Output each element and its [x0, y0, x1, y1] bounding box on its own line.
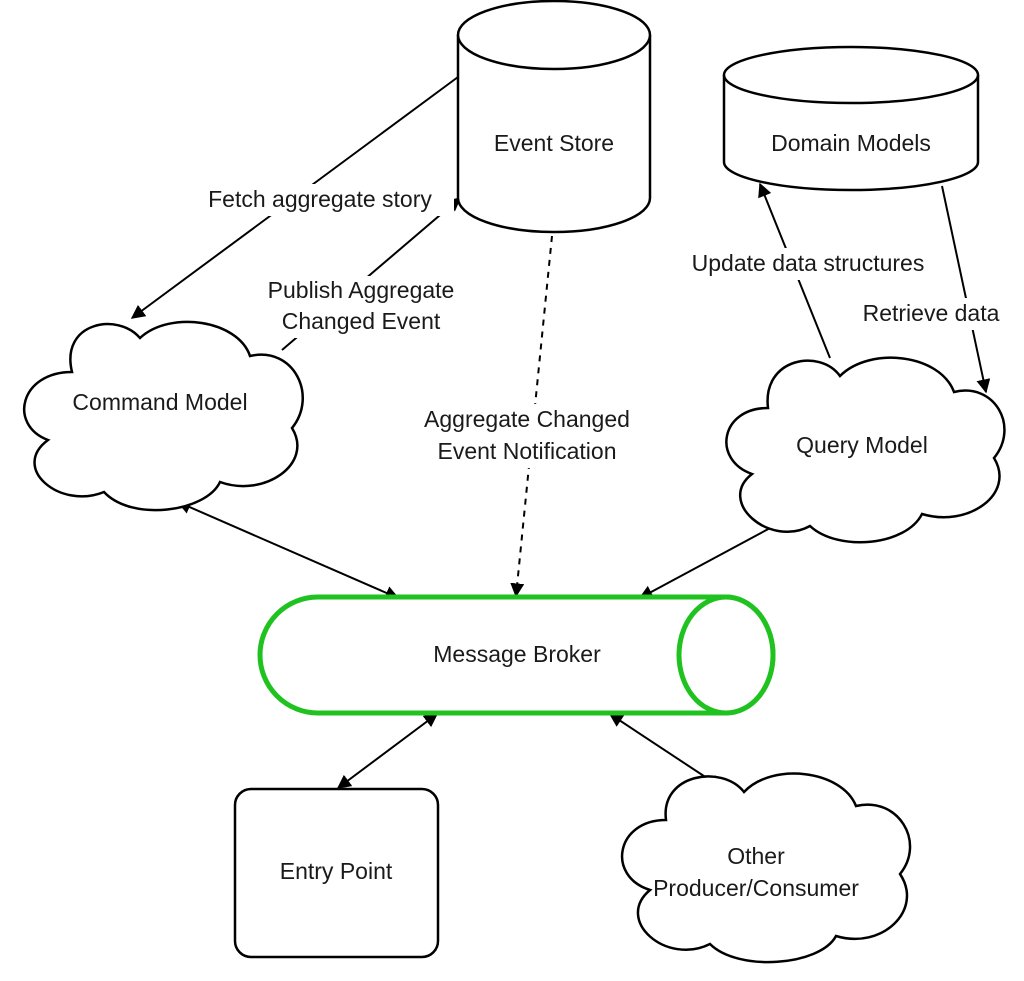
edge-label-retrieve-data: Retrieve data	[850, 298, 1014, 330]
message-broker-node: Message Broker	[257, 594, 776, 716]
publish-aggregate-text-line1: Publish Aggregate	[268, 277, 455, 303]
domain-models-label: Domain Models	[771, 130, 931, 156]
query-model-label: Query Model	[796, 432, 928, 458]
edge-broker-entry-point	[336, 713, 439, 789]
domain-models-node: Domain Models	[722, 45, 980, 192]
other-producer-label-line2: Producer/Consumer	[653, 875, 859, 901]
retrieve-data-text: Retrieve data	[863, 300, 1000, 326]
event-store-node: Event Store	[456, 0, 652, 234]
edge-command-broker	[176, 500, 400, 600]
command-model-label: Command Model	[72, 389, 247, 415]
fetch-aggregate-story-text: Fetch aggregate story	[208, 186, 432, 212]
message-broker-label: Message Broker	[433, 641, 601, 667]
command-model-node: Command Model	[22, 320, 304, 512]
entry-point-label: Entry Point	[280, 858, 393, 884]
edge-retrieve-data	[941, 185, 991, 394]
update-data-structures-text: Update data structures	[692, 250, 925, 276]
notification-text-line1: Aggregate Changed	[424, 406, 630, 432]
edge-label-publish-aggregate: Publish Aggregate Changed Event	[248, 276, 474, 338]
edge-label-update-data-structures: Update data structures	[666, 248, 950, 280]
edge-label-aggregate-notification: Aggregate Changed Event Notification	[404, 404, 650, 468]
query-model-node: Query Model	[725, 356, 1006, 544]
entry-point-node: Entry Point	[233, 787, 440, 959]
edge-label-fetch-aggregate-story: Fetch aggregate story	[186, 184, 454, 216]
notification-text-line2: Event Notification	[438, 438, 617, 464]
event-store-label: Event Store	[494, 130, 614, 156]
other-producer-label-line1: Other	[727, 843, 785, 869]
other-producer-consumer-node: Other Producer/Consumer	[620, 772, 912, 964]
publish-aggregate-text-line2: Changed Event	[282, 308, 441, 334]
